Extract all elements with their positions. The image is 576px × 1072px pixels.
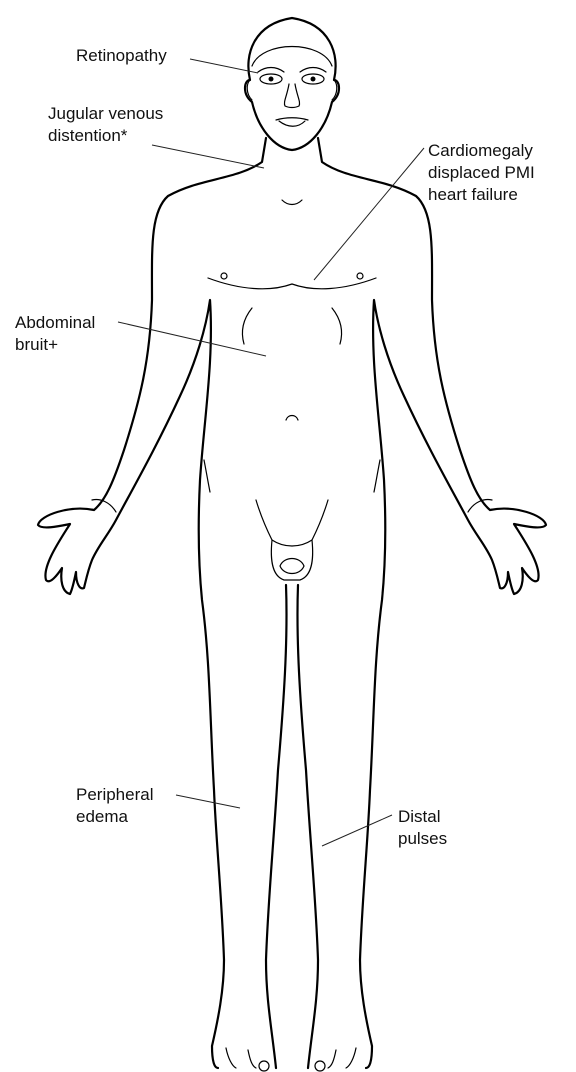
label-line: displaced PMI [428, 162, 535, 184]
head [245, 18, 339, 150]
label-abdominal-bruit: Abdominal bruit+ [15, 312, 95, 356]
label-line: distention* [48, 125, 163, 147]
body-outline [38, 138, 546, 1071]
label-line: Distal [398, 806, 447, 828]
label-peripheral-edema: Peripheral edema [76, 784, 154, 828]
leader-jvd [152, 145, 264, 168]
leader-lines [118, 59, 424, 846]
label-jugular-venous-distention: Jugular venous distention* [48, 103, 163, 147]
leader-abdominal-bruit [118, 322, 266, 356]
leader-peripheral-edema [176, 795, 240, 808]
label-line: Jugular venous [48, 103, 163, 125]
label-line: edema [76, 806, 154, 828]
label-line: pulses [398, 828, 447, 850]
label-line: bruit+ [15, 334, 95, 356]
label-line: Peripheral [76, 784, 154, 806]
label-line: heart failure [428, 184, 535, 206]
label-cardiomegaly: Cardiomegaly displaced PMI heart failure [428, 140, 535, 206]
leader-distal-pulses [322, 815, 392, 846]
torso-details [208, 200, 376, 580]
label-retinopathy: Retinopathy [76, 45, 167, 67]
label-line: Cardiomegaly [428, 140, 535, 162]
label-distal-pulses: Distal pulses [398, 806, 447, 850]
label-line: Abdominal [15, 312, 95, 334]
label-line: Retinopathy [76, 45, 167, 67]
